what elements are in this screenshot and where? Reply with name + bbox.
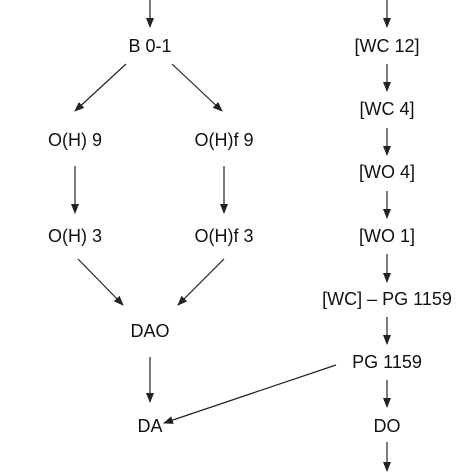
node-ohf9: O(H)f 9 [194,130,253,150]
node-do: DO [374,416,401,436]
node-wo4: [WO 4] [359,162,415,182]
node-wc12: [WC 12] [354,36,419,56]
edge-b01-to-oh9 [74,63,127,112]
node-pg1159: PG 1159 [352,352,422,372]
node-oh3: O(H) 3 [48,226,102,246]
node-b01: B 0-1 [128,36,171,56]
node-da: DA [137,416,162,436]
node-wcpg1159: [WC] – PG 1159 [322,289,452,309]
edge-b01-to-ohf9 [171,63,223,112]
edge-ohf3-to-dao [177,258,225,306]
node-ohf3: O(H)f 3 [194,226,253,246]
node-wc4: [WC 4] [359,99,414,119]
edge-pg1159-to-da [163,364,337,424]
edge-oh3-to-dao [77,258,124,306]
node-dao: DAO [130,321,169,341]
node-wo1: [WO 1] [359,226,415,246]
node-oh9: O(H) 9 [48,130,102,150]
